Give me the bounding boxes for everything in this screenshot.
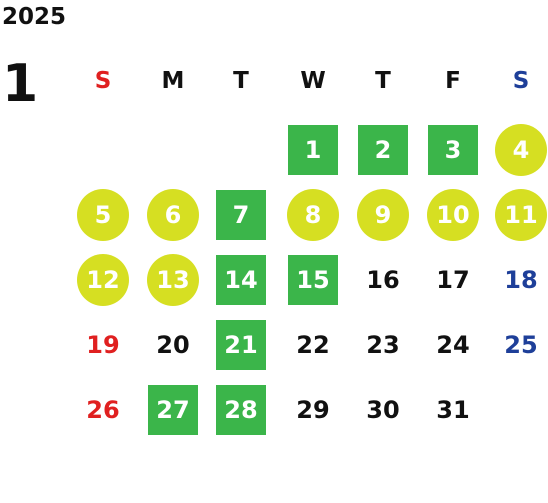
day-cell-8: 8	[287, 189, 339, 241]
month-number: 1	[2, 54, 39, 114]
weekday-1: M	[161, 68, 185, 94]
day-cell-2: 2	[358, 125, 408, 175]
day-cell-17: 17	[436, 266, 470, 294]
day-cell-29: 29	[296, 396, 330, 424]
weekday-6: S	[512, 68, 530, 94]
day-cell-10: 10	[427, 189, 479, 241]
day-cell-12: 12	[77, 254, 129, 306]
day-cell-26: 26	[86, 396, 120, 424]
day-cell-9: 9	[357, 189, 409, 241]
weekday-2: T	[233, 68, 249, 94]
day-cell-11: 11	[495, 189, 547, 241]
day-cell-25: 25	[504, 331, 538, 359]
day-cell-14: 14	[216, 255, 266, 305]
day-cell-13: 13	[147, 254, 199, 306]
day-cell-21: 21	[216, 320, 266, 370]
day-cell-16: 16	[366, 266, 400, 294]
weekday-5: F	[445, 68, 461, 94]
year-label: 2025	[2, 4, 67, 30]
day-cell-15: 15	[288, 255, 338, 305]
day-cell-30: 30	[366, 396, 400, 424]
day-cell-24: 24	[436, 331, 470, 359]
day-cell-22: 22	[296, 331, 330, 359]
day-cell-7: 7	[216, 190, 266, 240]
day-cell-3: 3	[428, 125, 478, 175]
weekday-0: S	[94, 68, 112, 94]
weekday-3: W	[300, 68, 326, 94]
day-cell-28: 28	[216, 385, 266, 435]
day-cell-19: 19	[86, 331, 120, 359]
day-cell-23: 23	[366, 331, 400, 359]
day-cell-20: 20	[156, 331, 190, 359]
day-cell-1: 1	[288, 125, 338, 175]
day-cell-27: 27	[148, 385, 198, 435]
day-cell-31: 31	[436, 396, 470, 424]
day-cell-4: 4	[495, 124, 547, 176]
day-cell-6: 6	[147, 189, 199, 241]
day-cell-5: 5	[77, 189, 129, 241]
day-cell-18: 18	[504, 266, 538, 294]
weekday-4: T	[375, 68, 391, 94]
